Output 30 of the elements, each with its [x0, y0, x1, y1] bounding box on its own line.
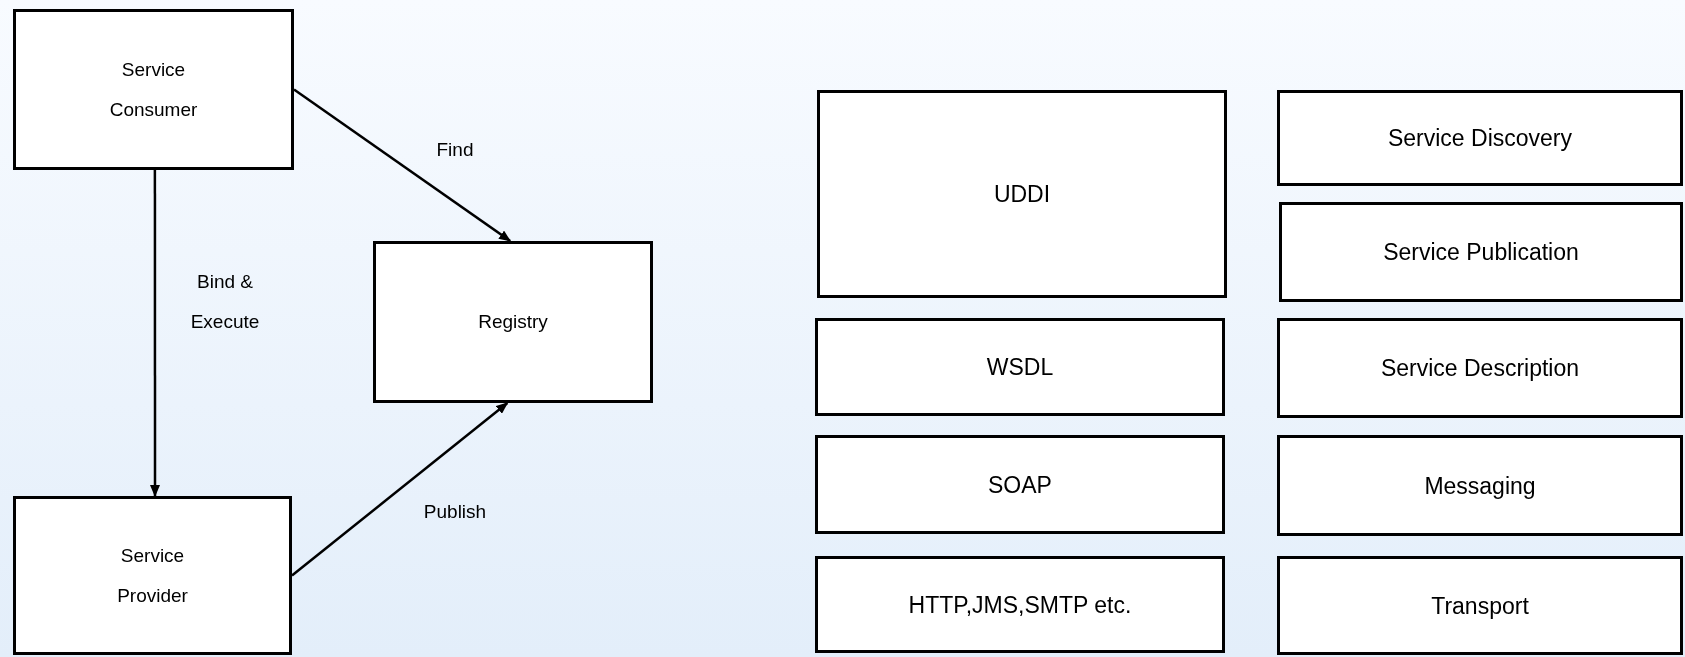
- box-label: Registry: [478, 310, 548, 334]
- process-box: [1279, 202, 1683, 302]
- process-box: [817, 90, 1227, 298]
- process-box: [373, 241, 653, 403]
- process-box: [1277, 435, 1683, 536]
- box-label: Service Publication: [1383, 238, 1579, 267]
- arrow: [291, 402, 509, 577]
- box-label: Messaging: [1424, 471, 1536, 501]
- process-box: [815, 318, 1225, 416]
- box-label: Service Discovery: [1387, 124, 1572, 153]
- process-box: [13, 496, 292, 655]
- process-box: [1277, 318, 1683, 418]
- process-box: [815, 556, 1225, 653]
- box-label: Service Provider: [116, 543, 189, 608]
- arrow: [293, 88, 511, 243]
- process-box: [815, 435, 1225, 534]
- box-label: WSDL: [986, 353, 1054, 382]
- box-label: HTTP,JMS,SMTP etc.: [908, 590, 1132, 620]
- arrow: [150, 170, 160, 497]
- box-label: Service Description: [1380, 354, 1580, 383]
- process-box: [1277, 90, 1683, 186]
- box-label: Transport: [1431, 591, 1529, 621]
- edge-label: Bind & Execute: [189, 270, 261, 334]
- edge-label: Find: [435, 138, 475, 162]
- box-label: Service Consumer: [108, 57, 199, 122]
- box-label: UDDI: [993, 180, 1051, 209]
- process-box: [1277, 556, 1683, 655]
- process-box: [13, 9, 294, 170]
- edge-label: Publish: [422, 500, 488, 524]
- box-label: SOAP: [988, 470, 1052, 500]
